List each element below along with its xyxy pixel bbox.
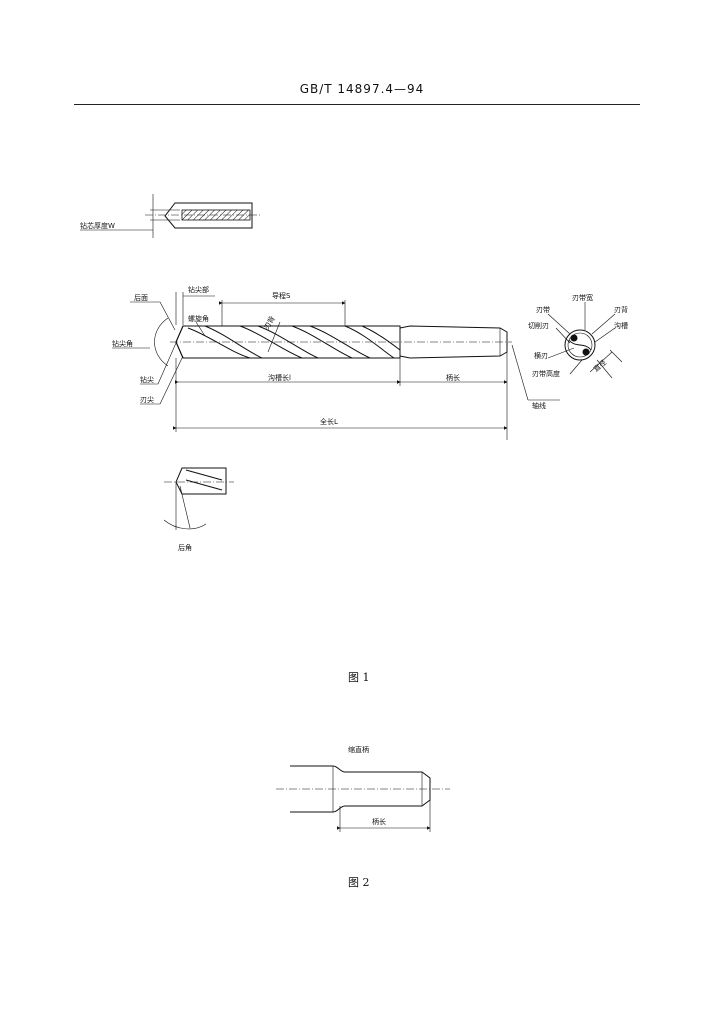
label-shank-length: 柄长 — [446, 373, 460, 382]
clearance-angle-detail — [163, 467, 234, 530]
label-corner: 刃尖 — [140, 395, 154, 404]
label-margin-height: 刃带高度 — [532, 369, 560, 378]
label-flank: 后面 — [134, 293, 148, 302]
label-flute-length: 沟槽长l — [268, 373, 291, 382]
label-cutting-edge: 切削刃 — [528, 321, 549, 330]
label-reduced-shank: 缩直柄 — [348, 745, 369, 754]
end-view — [547, 302, 623, 379]
label-margin: 刃带 — [536, 306, 550, 314]
label-point-part: 钻尖部 — [188, 285, 209, 294]
reduced-shank-drill — [276, 765, 450, 832]
label-figure2-shank-length: 柄长 — [372, 817, 386, 826]
label-flute: 沟槽 — [614, 321, 628, 330]
label-chisel-edge: 横刃 — [534, 351, 548, 360]
label-diameter: 直径 — [592, 358, 609, 374]
label-axis: 轴线 — [532, 401, 546, 410]
label-helix-angle: 螺旋角 — [188, 314, 209, 323]
dimension-lines — [112, 292, 560, 440]
figure2-caption: 图 2 — [348, 876, 370, 889]
label-margin-width: 刃带宽 — [572, 293, 593, 302]
label-web-thickness: 钻芯厚度W — [80, 221, 115, 230]
label-lead: 导程S — [272, 291, 291, 300]
header-rule — [74, 104, 640, 105]
web-thickness-detail — [80, 194, 260, 238]
standard-header: GB/T 14897.4—94 — [299, 82, 425, 96]
label-overall-length: 全长L — [320, 417, 338, 426]
twist-drill — [154, 317, 512, 367]
label-clearance-angle: 后角 — [178, 543, 192, 552]
label-point: 钻尖 — [140, 375, 154, 384]
label-land: 刃背 — [262, 314, 277, 331]
label-heel: 刃背 — [614, 305, 628, 314]
label-point-angle: 钻尖角 — [112, 339, 133, 348]
figure1-caption: 图 1 — [348, 671, 370, 684]
